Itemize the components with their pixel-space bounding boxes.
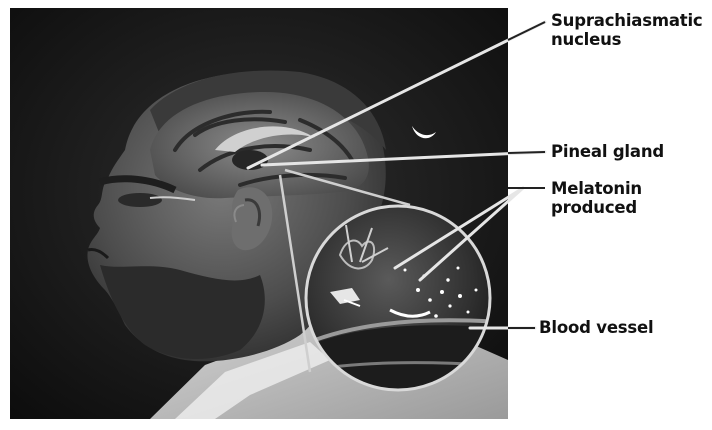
label-melatonin-produced: Melatonin produced <box>551 179 642 217</box>
label-melatonin-line2: produced <box>551 198 642 217</box>
label-suprachiasmatic-nucleus: Suprachiasmatic nucleus <box>551 11 703 49</box>
label-blood-vessel: Blood vessel <box>539 318 654 337</box>
label-scn-line1: Suprachiasmatic <box>551 11 703 30</box>
label-melatonin-line1: Melatonin <box>551 179 642 198</box>
label-pineal-gland: Pineal gland <box>551 142 664 161</box>
label-scn-line2: nucleus <box>551 30 703 49</box>
